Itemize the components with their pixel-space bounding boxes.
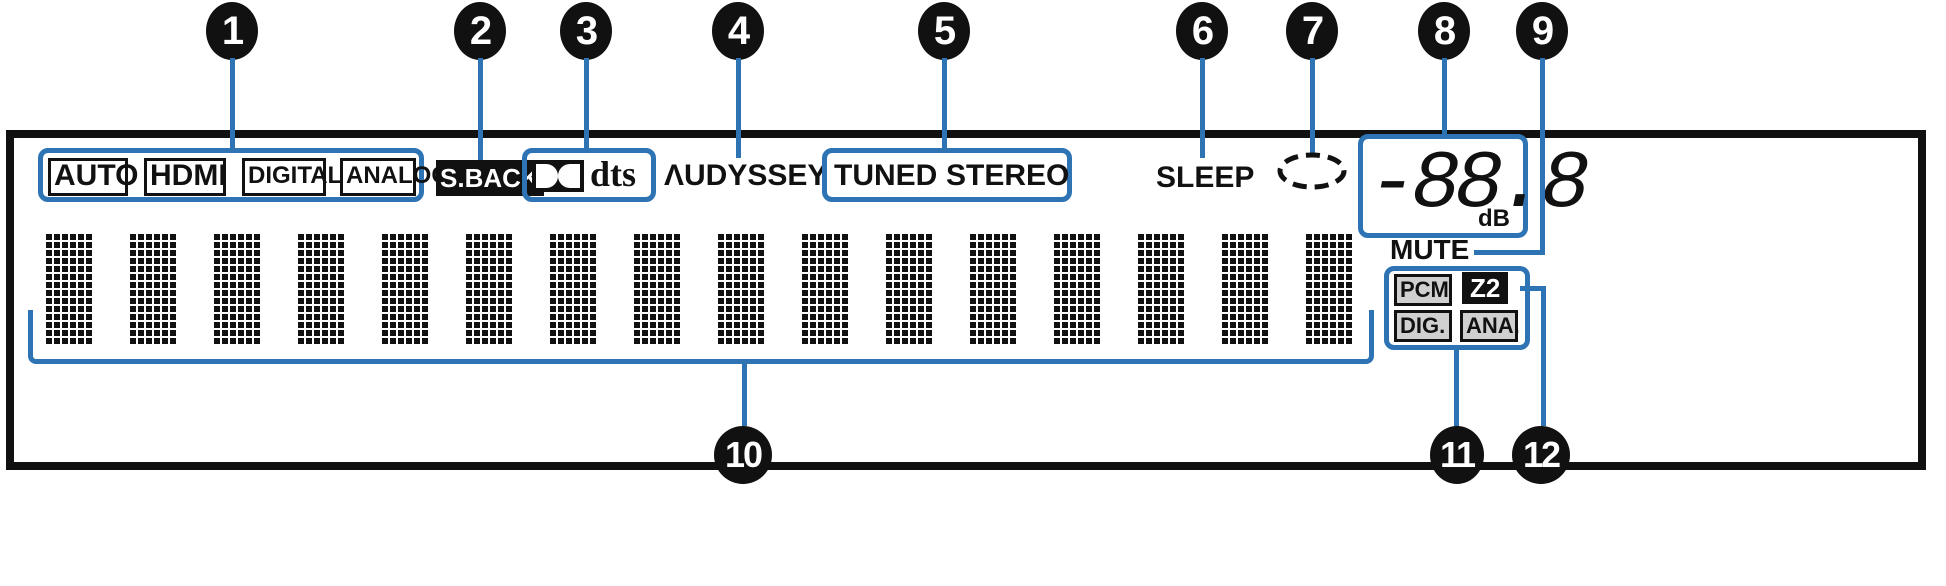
- callout-5-line: [942, 58, 947, 150]
- callout-2-line: [478, 58, 483, 160]
- dot-matrix-character: [718, 234, 764, 344]
- callout-11: 11: [1430, 426, 1484, 484]
- volume-segments: -88.8: [1368, 138, 1590, 231]
- callout-2: 2: [454, 2, 506, 60]
- analog-signal-indicator: ANA.: [1460, 310, 1520, 342]
- dot-matrix-character: [886, 234, 932, 344]
- dot-matrix-character: [130, 234, 176, 344]
- callout-8-line: [1442, 58, 1447, 136]
- audyssey-indicator: ΛUDYSSEY: [664, 159, 828, 192]
- callout-6-line: [1200, 58, 1205, 158]
- analog-indicator: ANALOG: [340, 158, 450, 196]
- callout-11-line: [1454, 350, 1459, 430]
- callout-3: 3: [560, 2, 612, 60]
- callout-4: 4: [712, 2, 764, 60]
- callout-9: 9: [1516, 2, 1568, 60]
- callout-12-line: [1541, 286, 1546, 426]
- pcm-indicator: PCM: [1394, 274, 1452, 306]
- display-indicator-icon: [1277, 152, 1347, 190]
- dot-matrix-character: [802, 234, 848, 344]
- callout-9-line: [1540, 58, 1545, 254]
- digital-indicator: DIGITAL: [242, 158, 342, 196]
- callout-8: 8: [1418, 2, 1470, 60]
- dot-matrix-character: [382, 234, 428, 344]
- callout-1-box: [38, 148, 424, 202]
- callout-1-line: [230, 58, 235, 150]
- display-panel-frame: [6, 130, 1926, 470]
- callout-4-line: [736, 58, 741, 158]
- tuned-indicator: TUNED: [834, 159, 938, 192]
- callout-7: 7: [1286, 2, 1338, 60]
- callout-3-box: [522, 148, 656, 202]
- dot-matrix-character: [466, 234, 512, 344]
- dot-matrix-character: [634, 234, 680, 344]
- callout-8-box: [1358, 134, 1528, 238]
- callout-10: 10: [714, 426, 772, 484]
- digital-signal-indicator: DIG.: [1394, 310, 1452, 342]
- callout-9-line-h: [1474, 250, 1545, 255]
- stereo-indicator: STEREO: [946, 159, 1070, 192]
- mute-indicator: MUTE: [1390, 234, 1470, 265]
- callout-10-line: [742, 362, 747, 426]
- callout-11-box: [1384, 266, 1530, 350]
- dot-matrix-character: [1138, 234, 1184, 344]
- dot-matrix-character: [550, 234, 596, 344]
- callout-12-line-h: [1520, 286, 1546, 291]
- dot-matrix-character: [214, 234, 260, 344]
- callout-3-line: [584, 58, 589, 150]
- dot-matrix-character: [1306, 234, 1352, 344]
- dts-logo: dts: [590, 154, 637, 194]
- callout-5: 5: [918, 2, 970, 60]
- callout-1: 1: [206, 2, 258, 60]
- zone2-indicator: Z2: [1462, 272, 1509, 304]
- auto-indicator: AUTO: [48, 158, 138, 196]
- dot-matrix-character: [970, 234, 1016, 344]
- sleep-indicator: SLEEP: [1156, 161, 1255, 194]
- dolby-logo-icon: [532, 160, 584, 192]
- callout-7-line: [1310, 58, 1315, 154]
- db-unit-label: dB: [1478, 205, 1510, 232]
- information-display: [46, 234, 1366, 360]
- dot-matrix-character: [1222, 234, 1268, 344]
- dot-matrix-character: [298, 234, 344, 344]
- callout-12: 12: [1512, 426, 1570, 484]
- callout-5-box: [822, 148, 1072, 202]
- dot-matrix-character: [1054, 234, 1100, 344]
- dot-matrix-character: [46, 234, 92, 344]
- callout-6: 6: [1176, 2, 1228, 60]
- callout-10-bracket: [28, 310, 1374, 364]
- hdmi-indicator: HDMI: [144, 158, 227, 196]
